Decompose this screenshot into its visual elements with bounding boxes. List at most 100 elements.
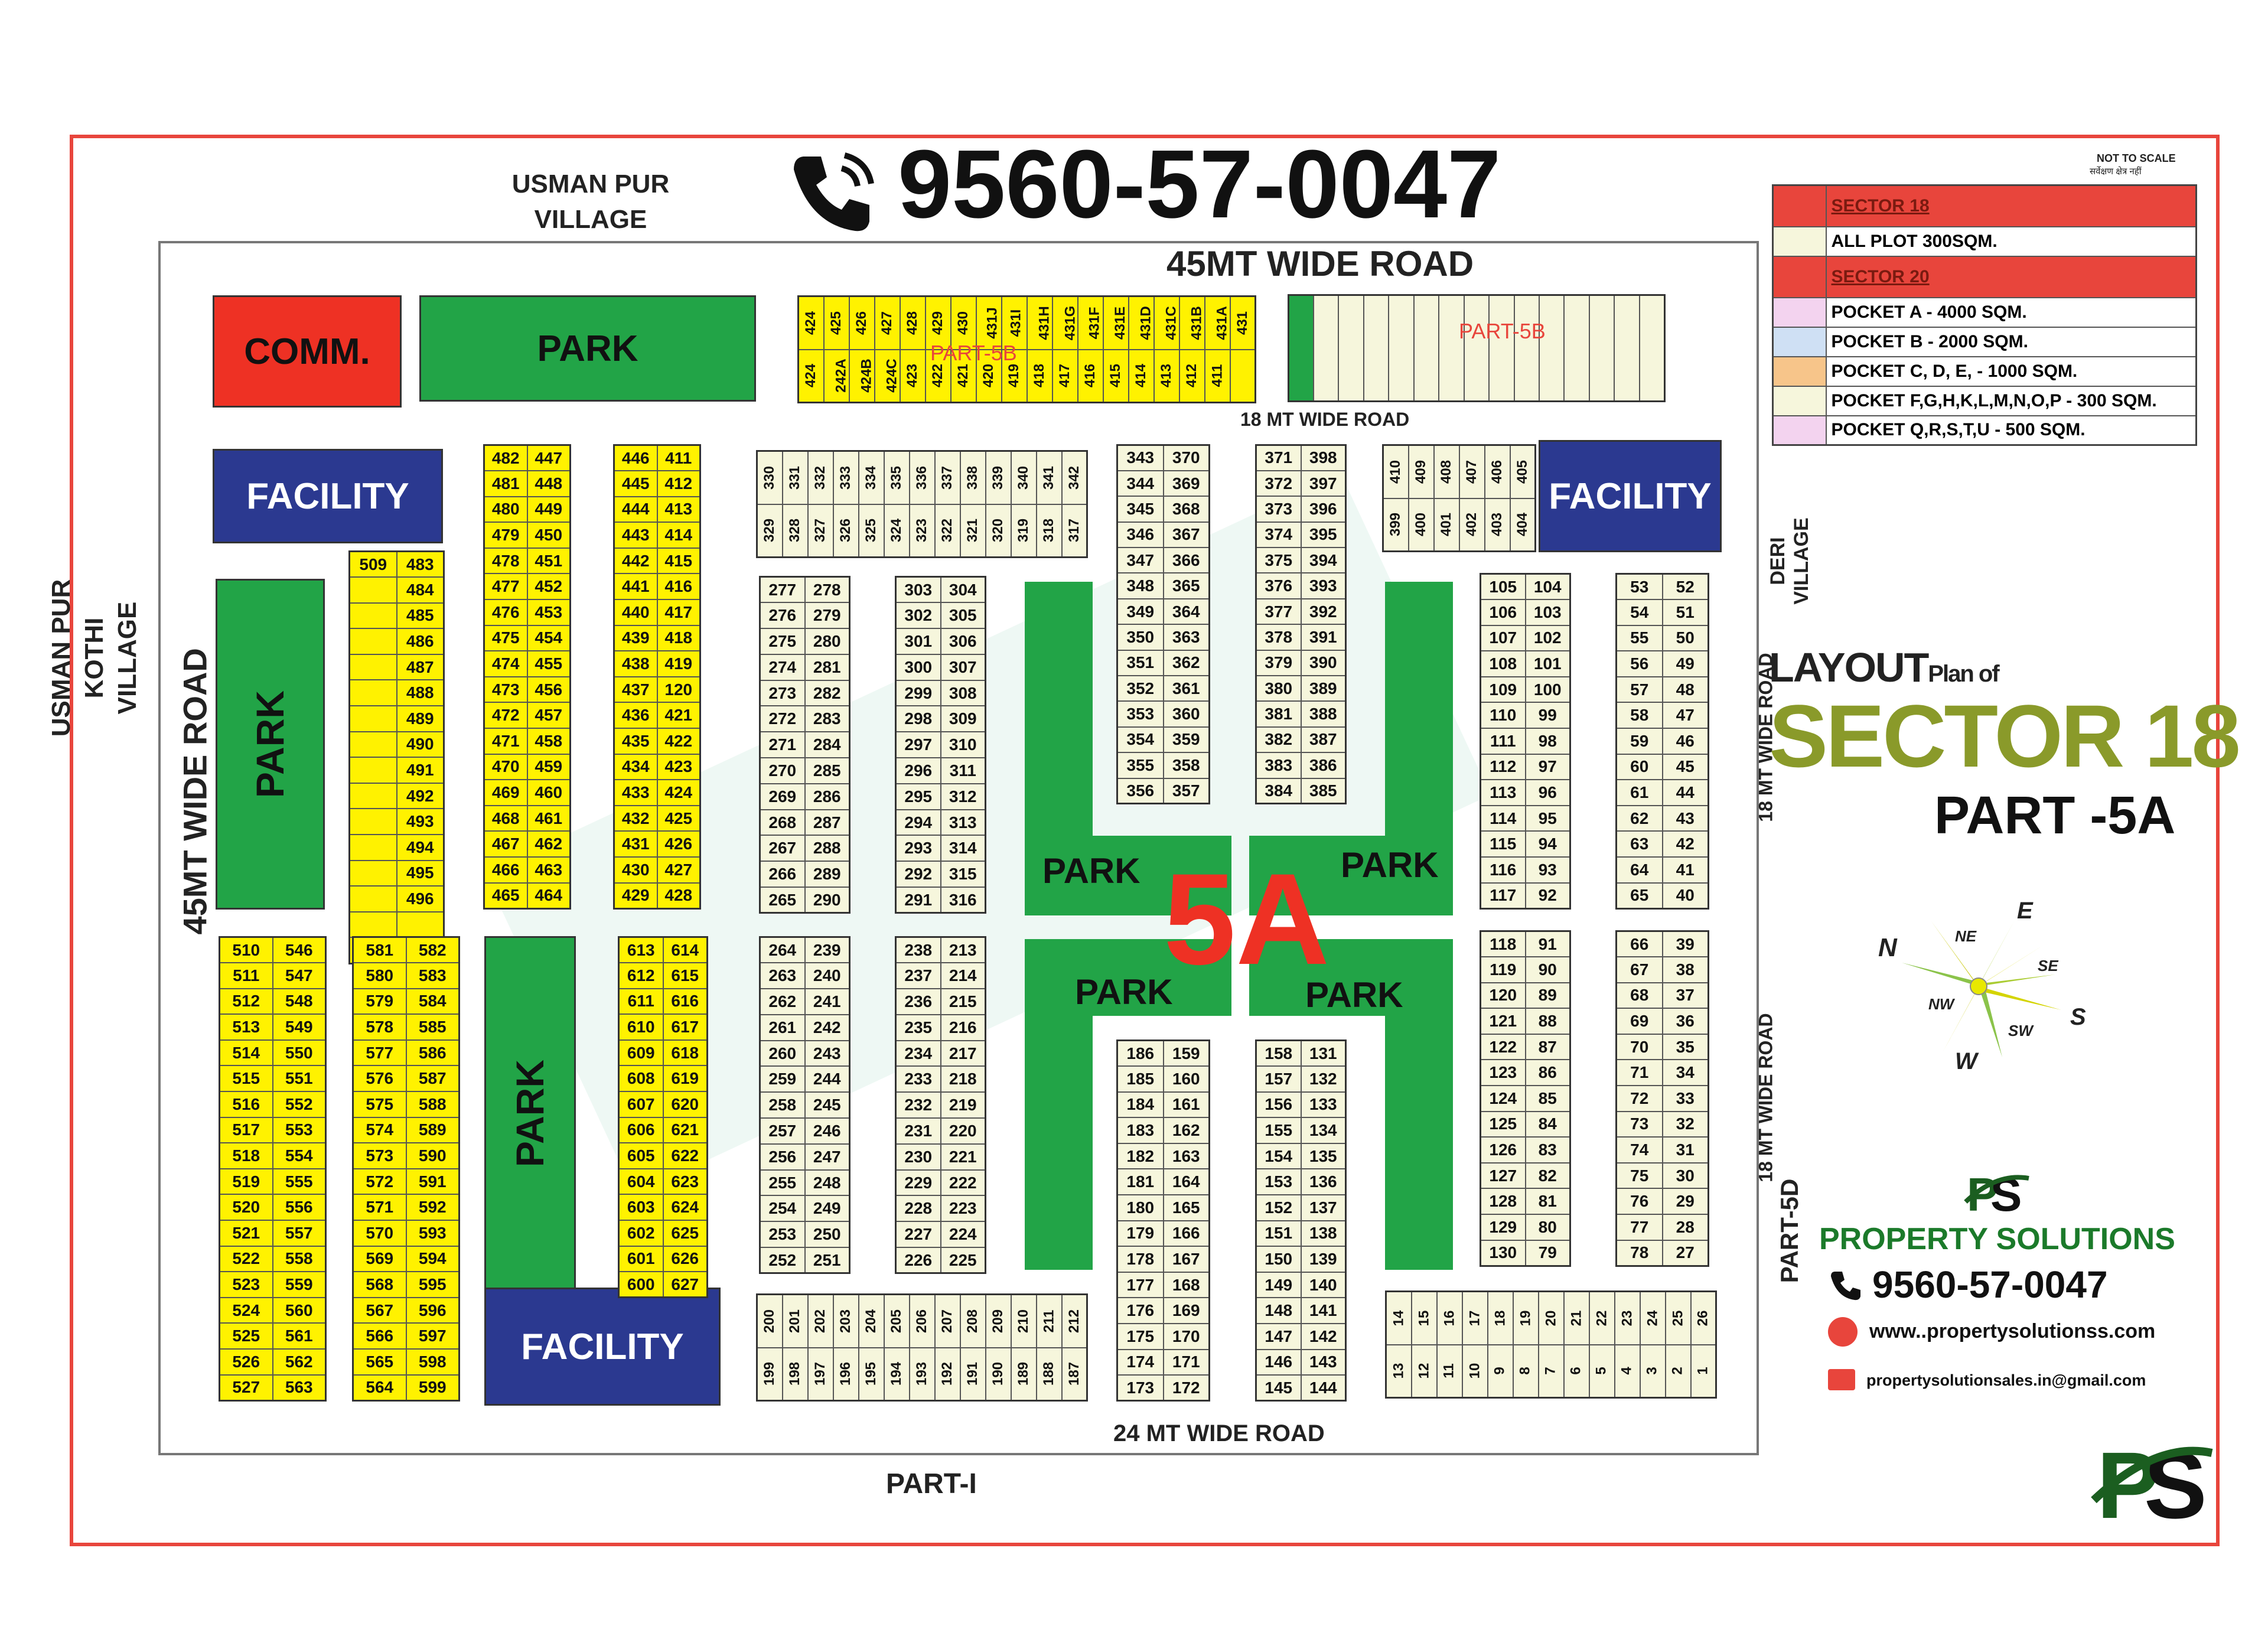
plot-cell[interactable]: 492: [396, 782, 445, 810]
plot-cell[interactable]: 361: [1162, 675, 1210, 702]
plot-cell[interactable]: 601: [618, 1245, 664, 1273]
plot-cell[interactable]: 563: [272, 1374, 327, 1402]
plot-cell[interactable]: 186: [1116, 1039, 1164, 1067]
plot-cell[interactable]: 422: [656, 728, 701, 755]
plot-cell[interactable]: 286: [804, 783, 850, 810]
plot-cell[interactable]: 472: [483, 702, 528, 729]
plot-cell[interactable]: 407: [1458, 444, 1485, 499]
plot-cell[interactable]: 419: [1001, 348, 1028, 403]
plot-cell[interactable]: 316: [940, 887, 986, 914]
plot-cell[interactable]: 590: [405, 1142, 460, 1169]
plot-cell[interactable]: 15: [1410, 1290, 1438, 1345]
plot-cell[interactable]: 46: [1661, 728, 1709, 755]
plot-cell[interactable]: 5: [1588, 1344, 1615, 1399]
plot-cell[interactable]: 397: [1300, 470, 1347, 497]
plot-cell[interactable]: 41: [1661, 856, 1709, 884]
plot-cell[interactable]: 598: [405, 1348, 460, 1376]
plot-cell[interactable]: 121: [1480, 1008, 1526, 1035]
plot-cell[interactable]: 169: [1162, 1297, 1210, 1325]
plot-cell[interactable]: 496: [396, 885, 445, 913]
plot-cell[interactable]: 424: [797, 295, 825, 350]
plot-cell[interactable]: 384: [1255, 777, 1302, 804]
plot-cell[interactable]: 345: [1116, 496, 1164, 523]
plot-cell[interactable]: 212: [1061, 1293, 1088, 1348]
plot-cell[interactable]: 288: [804, 835, 850, 862]
plot-cell[interactable]: 463: [526, 856, 571, 884]
plot-cell[interactable]: 442: [613, 547, 658, 575]
plot-cell[interactable]: 71: [1615, 1059, 1663, 1087]
plot-cell[interactable]: 577: [352, 1039, 407, 1067]
plot-cell[interactable]: 610: [618, 1013, 664, 1041]
plot-cell[interactable]: 128: [1480, 1188, 1526, 1215]
plot-cell[interactable]: 462: [526, 830, 571, 858]
plot-cell[interactable]: 77: [1615, 1214, 1663, 1241]
plot-cell[interactable]: 352: [1116, 675, 1164, 702]
plot-cell[interactable]: 230: [895, 1143, 941, 1171]
plot-cell[interactable]: 369: [1162, 470, 1210, 497]
plot-cell[interactable]: 29: [1661, 1188, 1709, 1215]
plot-cell[interactable]: 586: [405, 1039, 460, 1067]
plot-cell[interactable]: 303: [895, 576, 941, 604]
plot-cell[interactable]: 337: [934, 450, 961, 505]
plot-cell[interactable]: 435: [613, 728, 658, 755]
plot-cell[interactable]: 330: [756, 450, 783, 505]
plot-cell[interactable]: 174: [1116, 1348, 1164, 1376]
plot-cell[interactable]: 427: [656, 856, 701, 884]
plot-cell[interactable]: 554: [272, 1142, 327, 1169]
plot-cell[interactable]: 525: [219, 1322, 273, 1350]
plot-cell[interactable]: 323: [908, 503, 936, 558]
plot-cell[interactable]: 509: [348, 550, 397, 578]
plot-cell[interactable]: 47: [1661, 702, 1709, 729]
plot-cell[interactable]: 390: [1300, 649, 1347, 677]
plot-cell[interactable]: 592: [405, 1194, 460, 1221]
plot-cell[interactable]: 270: [759, 757, 806, 784]
plot-cell[interactable]: 340: [1010, 450, 1037, 505]
plot-cell[interactable]: 259: [759, 1065, 806, 1093]
plot-cell[interactable]: 236: [895, 988, 941, 1015]
plot-cell[interactable]: 24: [1639, 1290, 1666, 1345]
plot-cell[interactable]: 149: [1255, 1271, 1302, 1299]
plot-cell[interactable]: 244: [804, 1065, 850, 1093]
plot-cell[interactable]: 491: [396, 757, 445, 784]
plot-cell[interactable]: 33: [1661, 1085, 1709, 1112]
plot-cell[interactable]: 585: [405, 1013, 460, 1041]
plot-cell[interactable]: 84: [1524, 1110, 1571, 1138]
plot-cell[interactable]: 315: [940, 861, 986, 888]
plot-cell[interactable]: 78: [1615, 1239, 1663, 1267]
plot-cell[interactable]: 241: [804, 988, 850, 1015]
plot-cell[interactable]: 199: [756, 1347, 783, 1402]
plot-cell[interactable]: 81: [1524, 1188, 1571, 1215]
plot-cell[interactable]: 350: [1116, 624, 1164, 651]
plot-cell[interactable]: 548: [272, 988, 327, 1015]
plot-cell[interactable]: 302: [895, 602, 941, 630]
plot-cell[interactable]: 416: [656, 573, 701, 601]
plot-cell[interactable]: 619: [662, 1065, 708, 1093]
plot-cell[interactable]: 382: [1255, 726, 1302, 754]
plot-cell[interactable]: 552: [272, 1091, 327, 1118]
plot-cell[interactable]: 605: [618, 1142, 664, 1169]
plot-cell[interactable]: [1229, 348, 1256, 403]
plot-cell[interactable]: 469: [483, 779, 528, 806]
plot-cell[interactable]: 52: [1661, 573, 1709, 601]
plot-cell[interactable]: 485: [396, 602, 445, 630]
plot-cell[interactable]: 190: [985, 1347, 1012, 1402]
plot-cell[interactable]: 522: [219, 1245, 273, 1273]
plot-cell[interactable]: 27: [1661, 1239, 1709, 1267]
plot-cell[interactable]: 412: [1178, 348, 1205, 403]
plot-cell[interactable]: 376: [1255, 572, 1302, 599]
plot-cell[interactable]: 331: [781, 450, 809, 505]
plot-cell[interactable]: 437: [613, 676, 658, 703]
plot-cell[interactable]: [348, 834, 397, 861]
plot-cell[interactable]: 611: [618, 988, 664, 1015]
plot-cell[interactable]: 627: [662, 1271, 708, 1298]
plot-cell[interactable]: 38: [1661, 956, 1709, 983]
plot-cell[interactable]: 618: [662, 1039, 708, 1067]
plot-cell[interactable]: 478: [483, 547, 528, 575]
plot-cell[interactable]: 329: [756, 503, 783, 558]
plot-cell[interactable]: 209: [985, 1293, 1012, 1348]
plot-cell[interactable]: 521: [219, 1220, 273, 1247]
plot-cell[interactable]: 474: [483, 650, 528, 677]
plot-cell[interactable]: 356: [1116, 777, 1164, 804]
plot-cell[interactable]: 424C: [874, 348, 901, 403]
plot-cell[interactable]: 454: [526, 624, 571, 652]
